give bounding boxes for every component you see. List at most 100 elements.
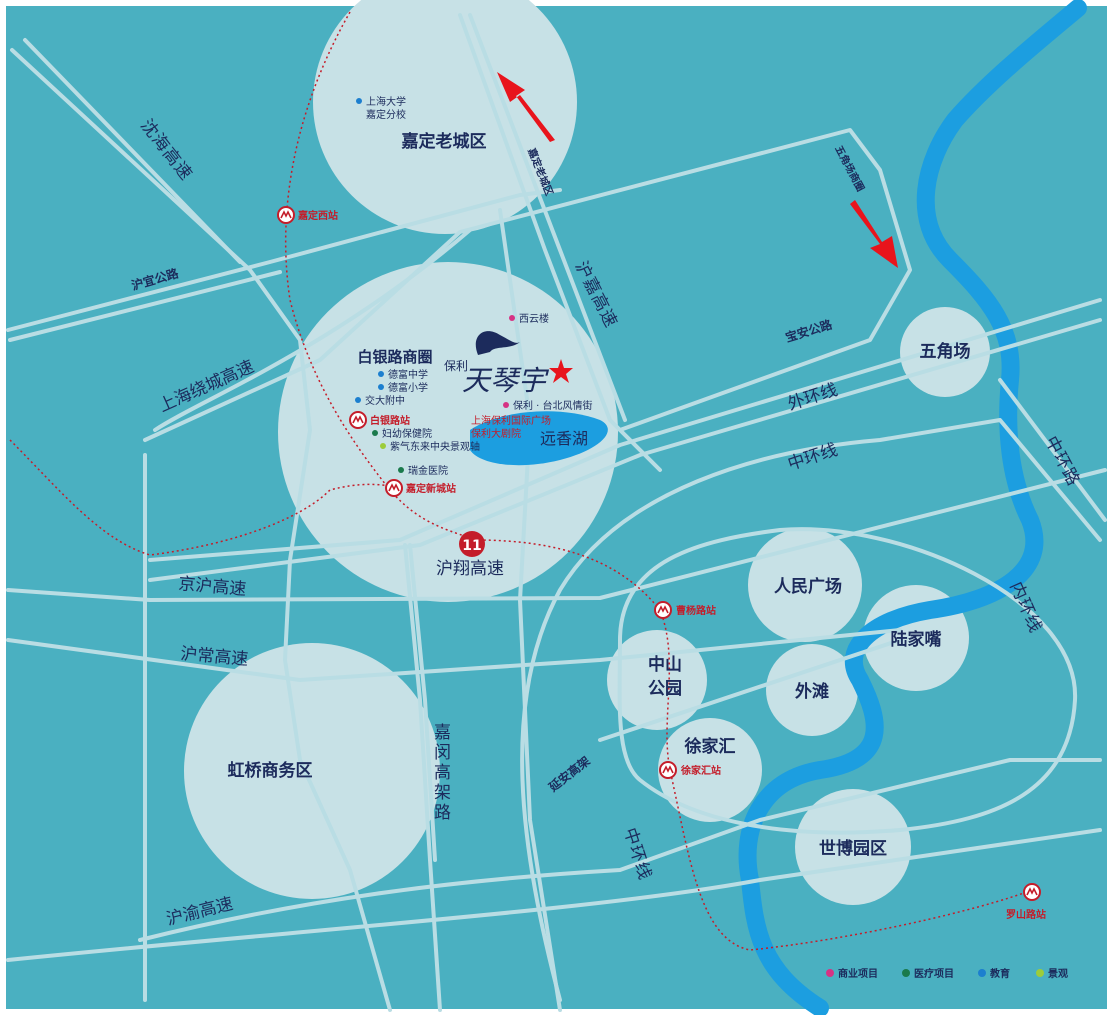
poi-ruijin: 瑞金医院 (408, 464, 448, 477)
svg-text:内: 内 (1005, 579, 1030, 603)
poi-markers: 上海大学 嘉定分校 西云楼 德富中学 德富小学 交大附中 妇幼保健院 紫气东来中… (355, 95, 593, 477)
arrow-wujiaochang (850, 200, 898, 268)
poi-dot-ruijin (398, 467, 404, 473)
metro-stations: 嘉定西站 白银路站 嘉定新城站 曹杨路站 徐家汇站 罗山路站 (277, 206, 1046, 921)
road-label-jiamin: 嘉 闵 高 架 路 (434, 723, 451, 823)
poi-dot-ziqi (380, 443, 386, 449)
road-inner-ring (617, 527, 1078, 835)
brand-small: 保利 (444, 359, 468, 373)
svg-text:线: 线 (630, 860, 654, 882)
road-shenhai-north (23, 38, 242, 264)
area-jiading-old: 嘉定老城区 (401, 131, 487, 152)
road-huyi-2 (8, 270, 282, 342)
svg-text:环: 环 (625, 842, 649, 864)
poi-ziqi: 紫气东来中央景观轴 (390, 440, 480, 453)
area-lujiazui: 陆家嘴 (891, 629, 942, 650)
poi-shu-2: 嘉定分校 (366, 108, 406, 121)
area-wujiaochang: 五角场 (920, 341, 971, 362)
lake-label: 远香湖 (540, 429, 588, 448)
svg-text:环: 环 (1013, 595, 1038, 619)
line-11-icon (459, 531, 485, 557)
area-expo: 世博园区 (819, 838, 887, 859)
huangpu-river (738, 0, 1087, 1015)
poi-baoli-taibei: 保利 · 台北风情街 (513, 399, 593, 412)
area-zhongshan-park-1: 中山 (648, 654, 682, 675)
road-network (6, 13, 1107, 1012)
district-hongqiao (184, 643, 440, 899)
svg-text:嘉定西站: 嘉定西站 (297, 209, 338, 222)
metro-line-11 (285, 11, 1033, 951)
legend-swatch (1036, 969, 1044, 977)
svg-text:徐家汇站: 徐家汇站 (680, 764, 721, 777)
brand-name: 天琴宇 (462, 364, 550, 397)
arrow-jiading-old (497, 72, 555, 142)
road-baoan (148, 298, 1102, 562)
station-luoshan-road: 罗山路站 (1006, 883, 1046, 921)
district-bund (766, 644, 858, 736)
poi-shu: 上海大学 (366, 95, 406, 108)
road-middle-ring (520, 418, 1102, 1002)
svg-text:高: 高 (434, 763, 451, 783)
road-huchang (6, 628, 902, 682)
road-hujia (458, 13, 662, 472)
road-hujia-2 (468, 13, 627, 422)
road-yanan (138, 758, 1102, 942)
poi-defu-middle: 德富中学 (388, 368, 428, 381)
area-bund: 外滩 (795, 681, 829, 702)
legend-label: 商业项目 (838, 967, 878, 980)
station-xujiahui: 徐家汇站 (659, 761, 721, 779)
poi-xiyunlou: 西云楼 (519, 312, 549, 325)
station-jiading-new: 嘉定新城站 (385, 479, 456, 497)
road-ring-north (143, 128, 912, 442)
area-zhongshan-park-2: 公园 (648, 679, 682, 699)
legend-swatch (826, 969, 834, 977)
road-huyu (6, 828, 1102, 962)
poi-dot-baoli-taibei (503, 402, 509, 408)
road-label-middle-ring-s: 中 环 线 (619, 825, 654, 882)
station-jiading-west: 嘉定西站 (277, 206, 338, 224)
district-circles (184, 0, 990, 905)
area-peoples-square: 人民广场 (774, 576, 842, 597)
svg-text:罗山路站: 罗山路站 (1006, 908, 1046, 921)
road-jiamin (403, 543, 442, 1012)
district-baiyin (278, 262, 618, 602)
svg-text:中: 中 (619, 825, 643, 847)
poi-defu-primary: 德富小学 (388, 381, 428, 394)
svg-text:嘉: 嘉 (434, 723, 451, 743)
direction-arrows (497, 72, 898, 268)
project-logo: 保利 天琴宇 (444, 331, 573, 397)
svg-text:白银路站: 白银路站 (370, 414, 410, 427)
lake-yuanxiang (470, 411, 608, 466)
poi-dot-maternity (372, 430, 378, 436)
area-xujiahui: 徐家汇 (684, 736, 736, 757)
road-yanan-elevated (598, 638, 902, 742)
poi-dot-xiyunlou (509, 315, 515, 321)
svg-text:嘉定新城站: 嘉定新城站 (405, 482, 456, 495)
star-icon (549, 359, 573, 383)
swan-icon (475, 331, 520, 355)
legend: 商业项目 医疗项目 教育 景观 (826, 967, 1068, 980)
svg-text:曹杨路站: 曹杨路站 (676, 604, 716, 617)
poi-baoli-plaza: 上海保利国际广场 (471, 414, 551, 427)
legend-label: 教育 (989, 967, 1010, 980)
svg-text:架: 架 (434, 783, 451, 803)
district-peoples-square (748, 528, 862, 642)
poi-baoli-theatre: 保利大剧院 (471, 427, 521, 440)
poi-jiaoda: 交大附中 (365, 394, 405, 407)
district-expo (795, 789, 911, 905)
road-baoan-2 (148, 318, 1102, 582)
area-hongqiao: 虹桥商务区 (228, 760, 313, 781)
legend-label: 医疗项目 (914, 967, 954, 980)
svg-text:闵: 闵 (434, 743, 451, 763)
poi-dot-shu (356, 98, 362, 104)
svg-text:11: 11 (462, 538, 481, 554)
poi-dot-jiaoda (355, 397, 361, 403)
svg-text:路: 路 (434, 803, 451, 823)
road-middle-ring-east (998, 378, 1107, 522)
metro-line-11-branch (9, 439, 396, 556)
area-baiyin: 白银路商圈 (357, 348, 432, 366)
legend-swatch (978, 969, 986, 977)
district-xujiahui (658, 718, 762, 822)
legend-label: 景观 (1048, 968, 1068, 980)
